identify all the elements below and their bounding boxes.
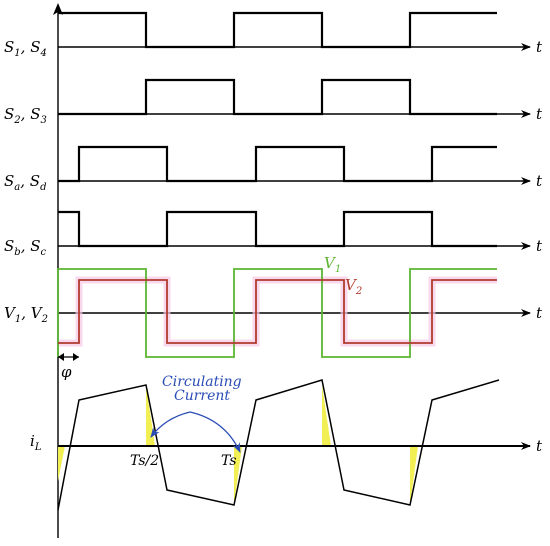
annotation-arrow-left bbox=[150, 411, 191, 438]
waveform-sa-sd bbox=[58, 145, 497, 183]
label-sa-sd: Sa, Sd bbox=[4, 172, 46, 193]
annotation-line-1: Circulating bbox=[162, 374, 242, 390]
v1-trace-label: V1 bbox=[324, 254, 341, 275]
highlight-region-1 bbox=[58, 446, 65, 481]
ts-label: Ts bbox=[221, 453, 237, 469]
annotation-arrow-right bbox=[189, 411, 241, 453]
label-sb-sc: Sb, Sc bbox=[4, 237, 47, 258]
time-label: t bbox=[536, 38, 543, 56]
waveform-s2-s3 bbox=[58, 78, 497, 116]
phase-shift-marker: φ bbox=[58, 353, 79, 381]
highlight-region-3 bbox=[234, 446, 242, 505]
row-s1-s4: S1, S4 t bbox=[4, 11, 543, 59]
time-label: t bbox=[536, 437, 543, 455]
highlight-region-5 bbox=[410, 446, 418, 505]
time-label: t bbox=[536, 304, 543, 322]
label-s2-s3: S2, S3 bbox=[4, 105, 47, 126]
ts-half-label: Ts/2 bbox=[130, 453, 159, 469]
row-v1-v2: V1, V2 t V1 V2 bbox=[4, 254, 543, 358]
label-v1-v2: V1, V2 bbox=[4, 304, 48, 325]
il-waveform bbox=[57, 379, 500, 511]
row-sb-sc: Sb, Sc t bbox=[4, 210, 543, 258]
label-s1-s4: S1, S4 bbox=[4, 38, 47, 59]
time-label: t bbox=[536, 105, 543, 123]
row-s2-s3: S2, S3 t bbox=[4, 78, 543, 126]
waveform-s1-s4 bbox=[58, 11, 497, 49]
time-label: t bbox=[536, 237, 543, 255]
il-label: iL bbox=[30, 432, 42, 453]
v2-waveform bbox=[58, 279, 497, 344]
row-sa-sd: Sa, Sd t bbox=[4, 145, 543, 193]
v1-waveform bbox=[57, 268, 497, 358]
v2-trace-label: V2 bbox=[345, 276, 362, 297]
phase-label: φ bbox=[61, 363, 72, 381]
waveform-sb-sc bbox=[58, 210, 497, 248]
annotation-line-2: Current bbox=[174, 388, 230, 404]
row-il: iL t Ts/2 Ts Circulating Current bbox=[30, 374, 543, 511]
time-label: t bbox=[536, 172, 543, 190]
highlight-region-4 bbox=[322, 385, 331, 446]
